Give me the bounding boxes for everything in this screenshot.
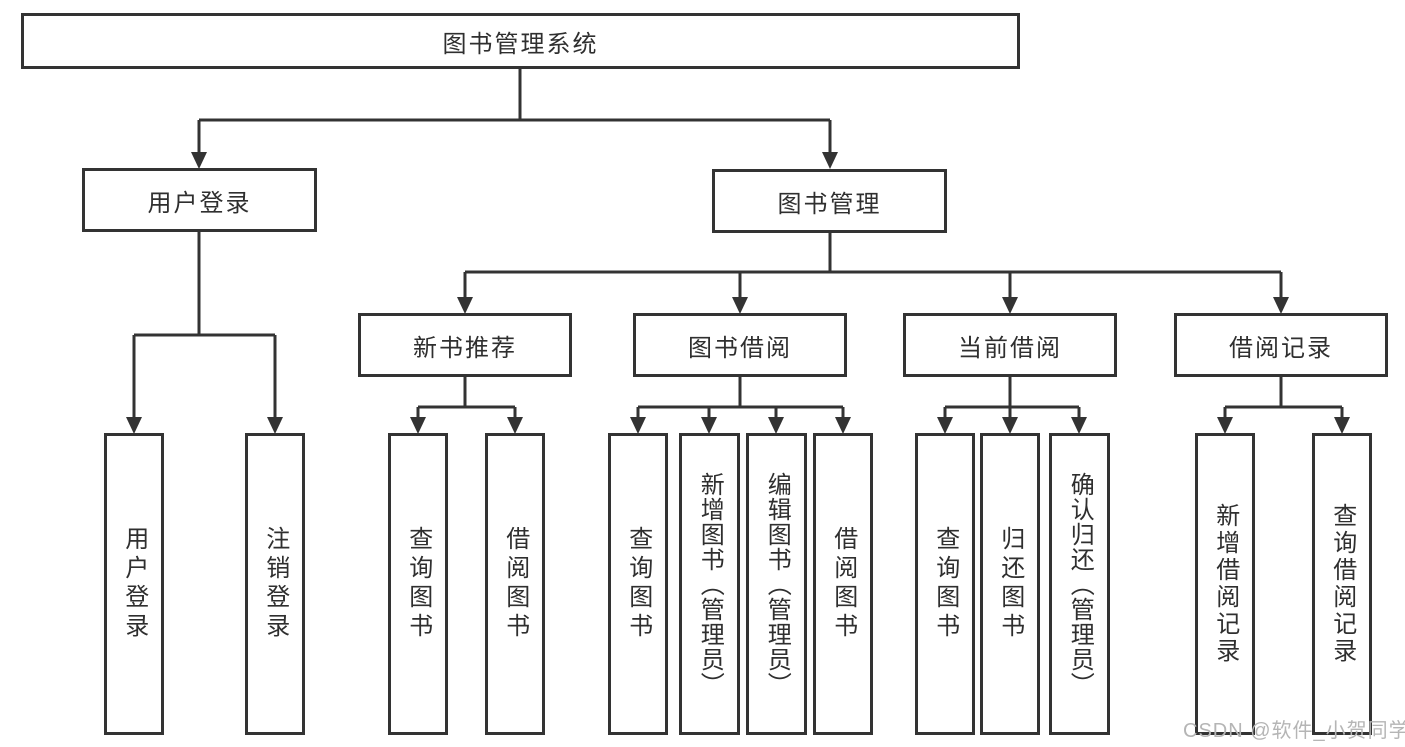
leaf-bb-add-books-admin: 新增图书（管理员） <box>679 433 740 735</box>
leaf-cb-confirm-return-admin-label: 确认归还（管理员） <box>1066 471 1094 697</box>
leaf-cb-confirm-return-admin: 确认归还（管理员） <box>1049 433 1110 735</box>
leaf-cb-query-books: 查询图书 <box>915 433 975 735</box>
node-current-borrowing: 当前借阅 <box>903 313 1117 377</box>
connector-new-book-rec-children <box>410 377 523 434</box>
node-user-login-label: 用户登录 <box>147 189 252 217</box>
leaf-cb-query-books-label: 查询图书 <box>931 526 959 642</box>
leaf-cb-return-books: 归还图书 <box>980 433 1040 735</box>
leaf-nbr-query-books-label: 查询图书 <box>404 526 432 642</box>
connector-user-login-children <box>126 232 283 434</box>
leaf-br-query-record-label: 查询借阅记录 <box>1328 503 1356 665</box>
leaf-bb-edit-books-admin-label: 编辑图书（管理员） <box>763 471 791 697</box>
leaf-logout: 注销登录 <box>245 433 305 735</box>
node-book-borrowing: 图书借阅 <box>633 313 847 377</box>
leaf-user-login-label: 用户登录 <box>120 526 148 642</box>
node-current-borrowing-label: 当前借阅 <box>958 334 1062 362</box>
leaf-user-login: 用户登录 <box>104 433 164 735</box>
csdn-watermark: CSDN @软件_小贺同学 <box>1183 720 1405 742</box>
connector-book-mgmt-children <box>457 233 1289 314</box>
connector-book-borrow-children <box>630 377 851 434</box>
leaf-bb-query-books: 查询图书 <box>608 433 668 735</box>
leaf-br-add-record-label: 新增借阅记录 <box>1211 503 1239 665</box>
leaf-bb-borrow-books-label: 借阅图书 <box>829 526 857 642</box>
node-borrowing-records: 借阅记录 <box>1174 313 1388 377</box>
node-user-login: 用户登录 <box>82 168 317 232</box>
leaf-nbr-borrow-books: 借阅图书 <box>485 433 545 735</box>
connector-current-borrow-children <box>937 377 1087 434</box>
node-borrowing-records-label: 借阅记录 <box>1229 334 1333 362</box>
leaf-cb-return-books-label: 归还图书 <box>996 526 1024 642</box>
node-new-book-recommend-label: 新书推荐 <box>413 334 517 362</box>
node-new-book-recommend: 新书推荐 <box>358 313 572 377</box>
leaf-bb-query-books-label: 查询图书 <box>624 526 652 642</box>
leaf-logout-label: 注销登录 <box>261 526 289 642</box>
leaf-bb-edit-books-admin: 编辑图书（管理员） <box>746 433 807 735</box>
leaf-bb-borrow-books: 借阅图书 <box>813 433 873 735</box>
leaf-br-query-record: 查询借阅记录 <box>1312 433 1372 735</box>
node-book-borrowing-label: 图书借阅 <box>688 334 792 362</box>
node-book-management-label: 图书管理 <box>777 190 882 218</box>
leaf-nbr-query-books: 查询图书 <box>388 433 448 735</box>
leaf-nbr-borrow-books-label: 借阅图书 <box>501 526 529 642</box>
connector-root-to-level2 <box>191 69 838 169</box>
node-root-label: 图书管理系统 <box>442 30 599 58</box>
connector-borrow-record-children <box>1217 377 1350 434</box>
node-book-management: 图书管理 <box>712 169 947 233</box>
leaf-br-add-record: 新增借阅记录 <box>1195 433 1255 735</box>
leaf-bb-add-books-admin-label: 新增图书（管理员） <box>696 471 724 697</box>
node-root-library-system: 图书管理系统 <box>21 13 1020 69</box>
